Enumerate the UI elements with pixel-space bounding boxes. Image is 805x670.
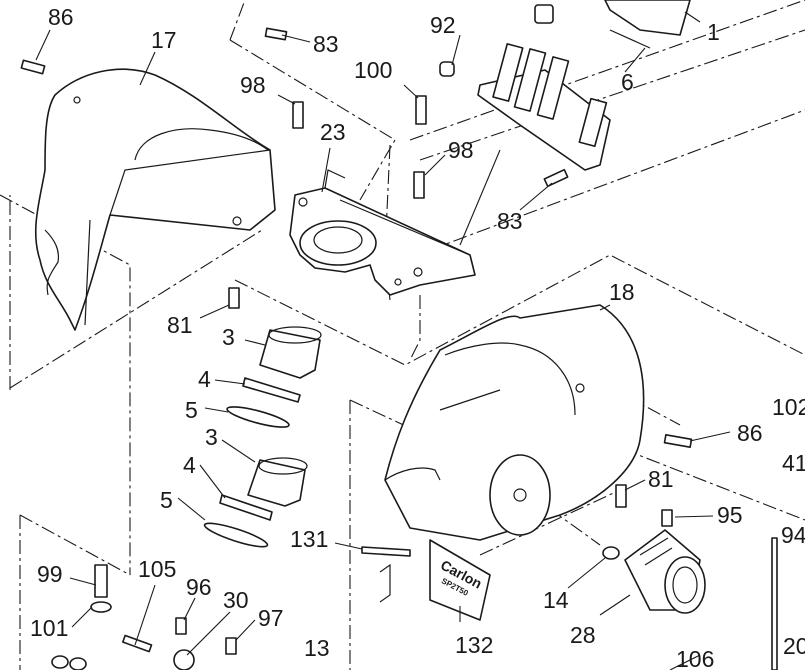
callout-6: 6	[621, 69, 634, 95]
callout-99: 99	[37, 561, 63, 587]
part-131-clip	[361, 546, 411, 603]
callout-83: 83	[313, 31, 339, 57]
callout-92: 92	[430, 12, 456, 38]
callout-86: 86	[48, 4, 74, 30]
leader-lines	[35, 11, 731, 670]
callout-28: 28	[570, 622, 596, 648]
callout-3: 3	[222, 324, 235, 350]
callout-131: 131	[290, 526, 328, 552]
part-3-bushing-upper	[259, 326, 322, 379]
callout-101: 101	[30, 615, 68, 641]
callout-97: 97	[258, 605, 284, 631]
callout-41: 41	[782, 450, 805, 476]
screws	[20, 4, 778, 670]
part-23-bracket	[289, 169, 476, 296]
part-5-ring-lower	[203, 522, 269, 548]
callout-81-b: 81	[648, 466, 674, 492]
callout-81: 81	[167, 312, 193, 338]
callout-5: 5	[185, 397, 198, 423]
callout-20: 20	[783, 633, 805, 659]
callout-14: 14	[543, 587, 569, 613]
part-28-knob	[624, 529, 706, 614]
callout-13: 13	[304, 635, 330, 661]
callout-98-b: 98	[448, 137, 474, 163]
callout-3-b: 3	[205, 424, 218, 450]
callout-98: 98	[240, 72, 266, 98]
callout-86-b: 86	[737, 420, 763, 446]
callout-95: 95	[717, 502, 743, 528]
callout-17: 17	[151, 27, 177, 53]
part-1-connector-plate	[477, 0, 691, 171]
callout-1: 1	[707, 19, 720, 45]
part-3-bushing-lower	[247, 457, 308, 507]
callout-96: 96	[186, 574, 212, 600]
callout-132: 132	[455, 632, 493, 658]
callout-83-b: 83	[497, 208, 523, 234]
callout-100: 100	[354, 57, 392, 83]
callout-106: 106	[676, 646, 714, 670]
callout-94: 94	[781, 522, 805, 548]
part-18-housing	[384, 304, 645, 541]
callout-18: 18	[609, 279, 635, 305]
callout-105: 105	[138, 556, 176, 582]
callout-102: 102	[772, 394, 805, 420]
callout-30: 30	[223, 587, 249, 613]
callout-4: 4	[198, 366, 211, 392]
part-17-housing	[34, 68, 276, 331]
callouts: 86 17 83 92 1 6 98 100 23 98 83 81 3 4 5…	[30, 4, 805, 670]
part-4-washer-upper	[242, 377, 301, 403]
callout-4-b: 4	[183, 452, 196, 478]
part-5-ring-upper	[226, 406, 290, 428]
part-4-washer-lower	[219, 494, 273, 521]
callout-23: 23	[320, 119, 346, 145]
callout-5-b: 5	[160, 487, 173, 513]
